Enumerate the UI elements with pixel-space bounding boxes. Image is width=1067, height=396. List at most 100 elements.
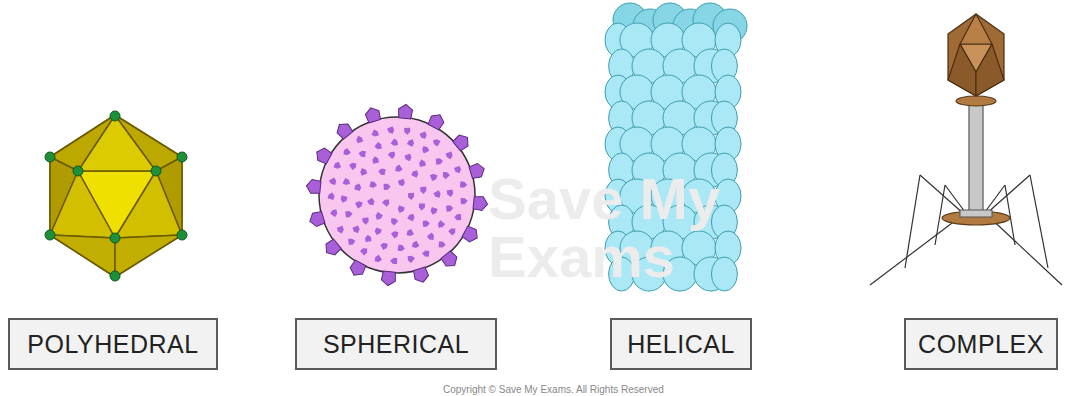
surface-protein (384, 184, 391, 190)
surface-protein (408, 193, 414, 200)
vertex-dot (177, 230, 187, 240)
head-face (976, 44, 1004, 96)
surface-protein (359, 167, 367, 176)
surface-protein (343, 178, 352, 187)
surface-protein (436, 158, 443, 165)
surface-spike (381, 271, 396, 286)
vertex-dot (177, 152, 187, 162)
surface-spike (473, 196, 488, 211)
surface-protein (427, 233, 436, 242)
surface-protein (446, 205, 454, 212)
surface-spike (427, 111, 446, 130)
surface-protein (404, 128, 410, 135)
watermark: Save My Exams (488, 170, 788, 286)
vertex-dot (73, 166, 83, 176)
copyright-notice: Copyright © Save My Exams. All Rights Re… (443, 384, 664, 395)
tail-fibre (920, 175, 964, 214)
tail-fibre (905, 175, 920, 268)
icosahedron-face (50, 235, 115, 277)
surface-protein (454, 166, 462, 175)
surface-protein (391, 230, 400, 239)
surface-protein (454, 214, 461, 220)
base-plate (942, 211, 1010, 225)
vertex-dot (45, 230, 55, 240)
surface-protein (355, 200, 364, 209)
vertex-dot (151, 166, 161, 176)
surface-protein (382, 197, 391, 206)
surface-protein (407, 138, 416, 147)
surface-protein (387, 126, 395, 135)
surface-spike (313, 146, 332, 165)
surface-protein (373, 255, 382, 264)
surface-protein (349, 161, 358, 170)
icosahedron-outline (50, 115, 182, 277)
shape-label: POLYHEDRAL (27, 330, 198, 359)
surface-protein (422, 250, 429, 257)
surface-protein (436, 220, 445, 229)
surface-protein (431, 138, 440, 147)
surface-protein (374, 227, 382, 236)
surface-protein (337, 226, 345, 235)
surface-protein (420, 131, 428, 140)
surface-protein (380, 241, 389, 250)
surface-protein (362, 217, 369, 224)
surface-protein (371, 129, 380, 137)
surface-protein (365, 234, 372, 242)
surface-protein (433, 190, 442, 199)
vertex-dot (110, 233, 120, 243)
surface-spike (306, 179, 321, 194)
surface-protein (348, 238, 356, 245)
vertex-dot (110, 111, 120, 121)
surface-protein (460, 198, 467, 205)
surface-protein (378, 168, 386, 175)
vertex-dot (45, 152, 55, 162)
label-box: HELICAL (610, 318, 752, 370)
surface-protein (367, 198, 376, 207)
surface-protein (328, 192, 336, 200)
surface-protein (329, 177, 338, 186)
tail-sheath (969, 102, 983, 214)
tail-fibre (986, 214, 1062, 285)
surface-spike (440, 250, 460, 270)
surface-protein (355, 135, 363, 143)
surface-protein (419, 203, 425, 210)
surface-protein (340, 195, 348, 203)
surface-protein (389, 216, 398, 225)
head-face (960, 14, 992, 44)
surface-protein (398, 179, 406, 188)
surface-protein (372, 156, 379, 164)
surface-protein (345, 211, 353, 218)
phage-head (948, 14, 1004, 96)
shape-label: COMPLEX (918, 330, 1044, 359)
surface-protein (360, 246, 369, 255)
surface-protein (411, 169, 420, 178)
surface-protein (374, 142, 383, 151)
shape-label: SPHERICAL (323, 330, 469, 359)
surface-protein (404, 154, 412, 163)
tail-fibre (870, 214, 964, 285)
surface-spike (348, 260, 367, 279)
surface-protein (342, 148, 351, 157)
surface-spike (398, 104, 413, 119)
label-box: SPHERICAL (295, 318, 497, 370)
label-box: COMPLEX (904, 318, 1058, 370)
surface-protein (332, 162, 341, 170)
surface-protein (430, 207, 438, 216)
polyhedral-capsid (45, 111, 187, 281)
tail-fibre (935, 185, 945, 245)
surface-protein (354, 183, 362, 192)
collar (956, 96, 996, 106)
surface-spike (322, 238, 342, 258)
surface-protein (423, 220, 431, 227)
tail-fibre (1030, 175, 1048, 268)
surface-protein (390, 258, 397, 264)
surface-protein (418, 159, 426, 167)
surface-protein (460, 181, 467, 188)
icosahedron-face (115, 235, 182, 277)
surface-protein (330, 208, 339, 217)
surface-protein (374, 212, 383, 221)
surface-protein (352, 226, 360, 235)
label-box: POLYHEDRAL (8, 318, 218, 370)
surface-protein (441, 170, 450, 179)
surface-spike (334, 120, 354, 140)
